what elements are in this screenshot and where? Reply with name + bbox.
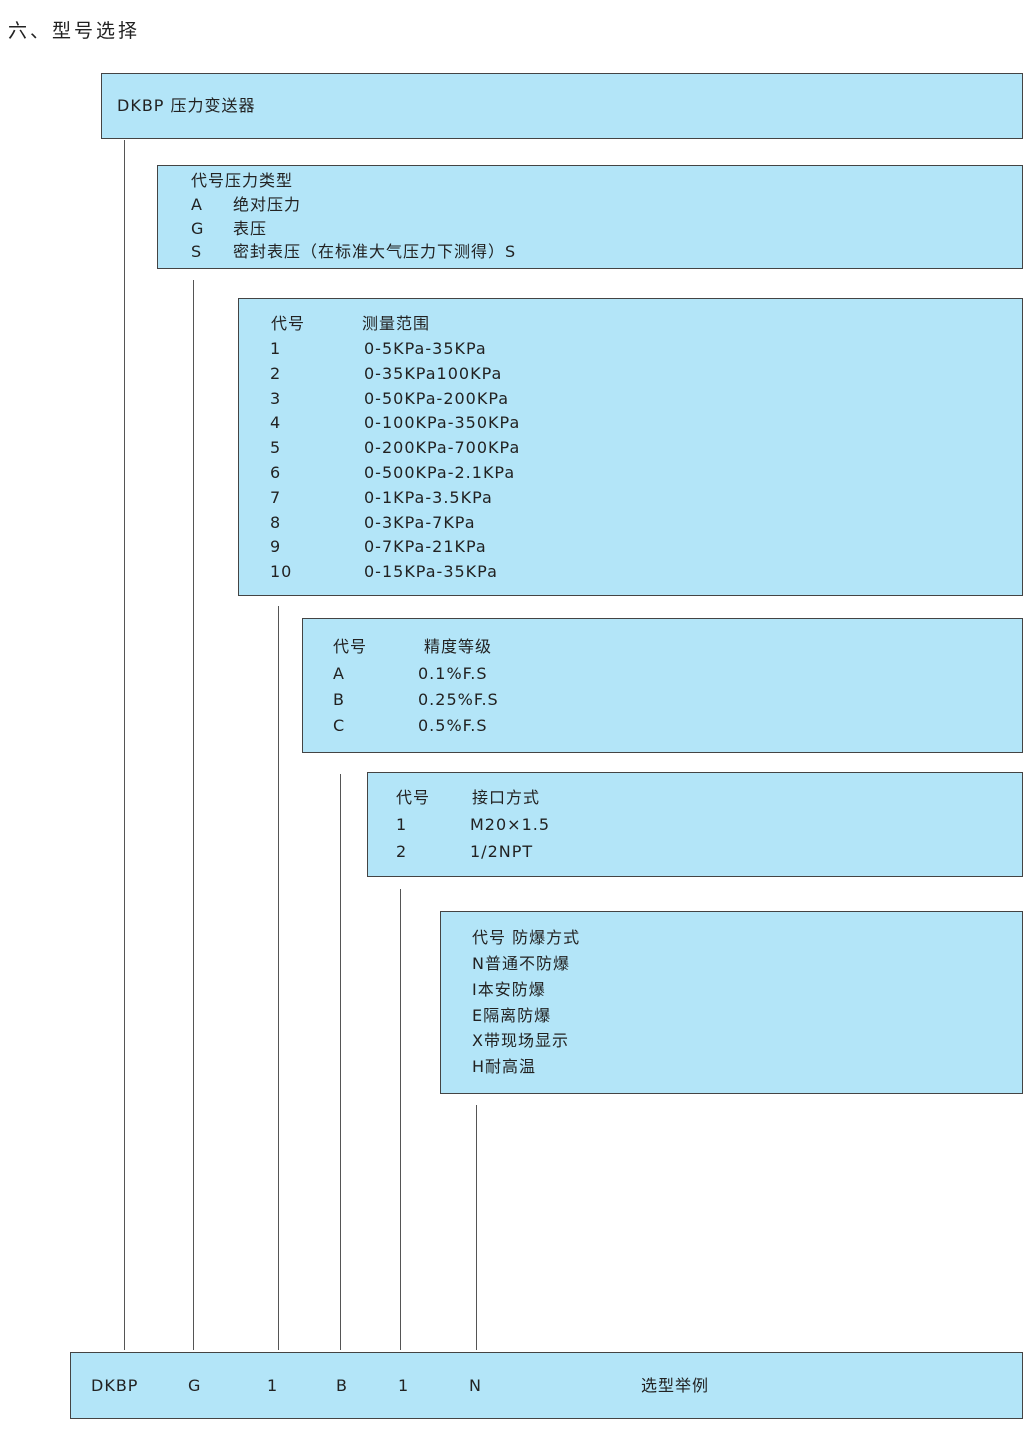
range-desc: 0-7KPa-21KPa	[364, 537, 487, 557]
range-box	[238, 298, 1023, 596]
range-code: 6	[270, 463, 282, 482]
explosion-option: X带现场显示	[472, 1031, 569, 1051]
accuracy-desc: 0.1%F.S	[418, 664, 488, 683]
example-box	[70, 1352, 1023, 1419]
explosion-option: N普通不防爆	[472, 954, 570, 973]
product-label: DKBP 压力变送器	[117, 96, 256, 115]
connection-header-code: 代号	[396, 788, 431, 807]
range-desc: 0-15KPa-35KPa	[364, 562, 498, 582]
pressure-type-desc: 密封表压（在标准大气压力下测得）S	[233, 242, 517, 262]
range-code: 3	[270, 388, 282, 408]
range-code: 8	[270, 512, 282, 532]
connector-line	[278, 606, 279, 1350]
connector-line	[193, 280, 194, 1350]
range-desc: 0-35KPa100KPa	[364, 363, 503, 383]
example-label: 选型举例	[641, 1376, 710, 1395]
range-desc: 0-50KPa-200KPa	[364, 388, 510, 408]
range-header-desc: 测量范围	[362, 314, 431, 333]
product-box	[101, 73, 1023, 139]
connection-code: 2	[396, 842, 408, 861]
example-part: DKBP	[91, 1376, 139, 1395]
accuracy-header-desc: 精度等级	[424, 637, 493, 656]
explosion-option: I本安防爆	[472, 979, 546, 999]
pressure-type-desc: 表压	[233, 218, 268, 238]
pressure-type-box	[157, 165, 1023, 269]
example-part: G	[188, 1376, 202, 1395]
explosion-box	[440, 911, 1023, 1094]
explosion-header: 代号 防爆方式	[472, 928, 581, 947]
example-part: N	[469, 1376, 482, 1395]
accuracy-box	[302, 618, 1023, 753]
example-part: 1	[398, 1376, 410, 1395]
pressure-type-desc: 绝对压力	[233, 195, 302, 214]
range-code: 5	[270, 438, 282, 458]
range-desc: 0-500KPa-2.1KPa	[364, 463, 516, 482]
pressure-type-code: A	[191, 195, 203, 214]
connection-code: 1	[396, 815, 408, 834]
range-code: 1	[270, 339, 282, 358]
section-title: 六、型号选择	[8, 20, 141, 42]
range-code: 10	[270, 562, 293, 582]
connector-line	[124, 140, 125, 1350]
explosion-option: E隔离防爆	[472, 1005, 552, 1025]
range-code: 4	[270, 413, 282, 433]
range-desc: 0-5KPa-35KPa	[364, 339, 487, 358]
connector-line	[400, 889, 401, 1350]
connector-line	[340, 774, 341, 1350]
explosion-option: H耐高温	[472, 1057, 537, 1077]
range-desc: 0-1KPa-3.5KPa	[364, 487, 493, 507]
range-desc: 0-3KPa-7KPa	[364, 512, 476, 532]
pressure-type-code: S	[191, 242, 203, 262]
example-part: B	[336, 1376, 348, 1395]
pressure-type-code: G	[191, 218, 205, 238]
connection-box	[367, 772, 1023, 877]
range-header-code: 代号	[271, 314, 306, 333]
range-desc: 0-200KPa-700KPa	[364, 438, 521, 458]
connector-line	[476, 1105, 477, 1350]
pressure-type-header: 代号压力类型	[191, 171, 294, 190]
accuracy-desc: 0.25%F.S	[418, 690, 499, 709]
range-code: 2	[270, 363, 282, 383]
range-desc: 0-100KPa-350KPa	[364, 413, 521, 433]
connection-desc: 1/2NPT	[470, 842, 534, 861]
connection-header-desc: 接口方式	[472, 788, 541, 807]
range-code: 9	[270, 537, 282, 557]
connection-desc: M20×1.5	[470, 815, 551, 834]
accuracy-header-code: 代号	[333, 637, 368, 656]
accuracy-code: B	[333, 690, 345, 709]
accuracy-code: C	[333, 716, 346, 735]
accuracy-desc: 0.5%F.S	[418, 716, 488, 735]
example-part: 1	[267, 1376, 279, 1395]
range-code: 7	[270, 487, 282, 507]
accuracy-code: A	[333, 664, 345, 683]
